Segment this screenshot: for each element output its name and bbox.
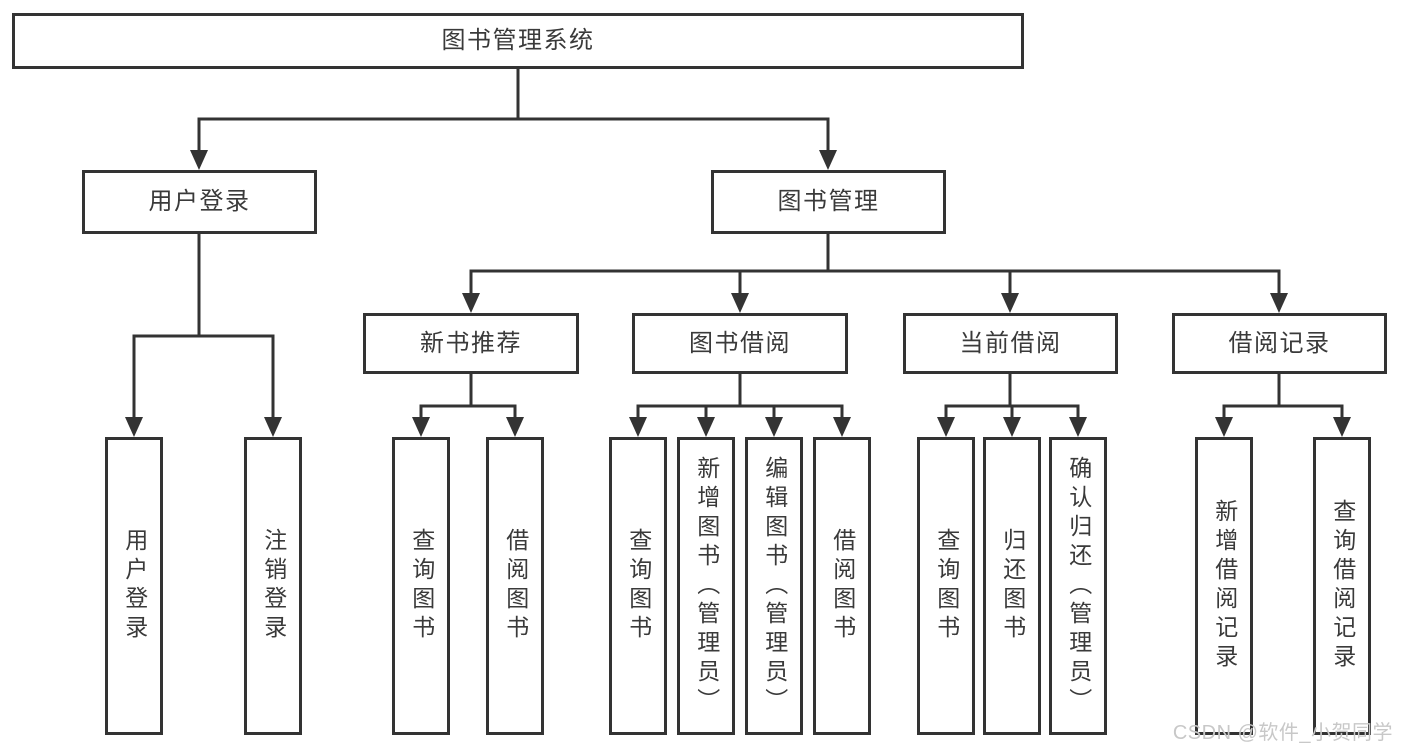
arrowhead — [1215, 417, 1233, 437]
node-label: 用户登录 — [148, 188, 251, 215]
leaf-query-books-recommend: 查询图书 — [392, 437, 450, 735]
arrowhead — [765, 417, 783, 437]
arrowhead — [629, 417, 647, 437]
arrowhead — [697, 417, 715, 437]
leaf-edit-books-admin: 编辑图书（管理员） — [745, 437, 803, 735]
node-label: 图书管理系统 — [441, 27, 595, 54]
node-user-login: 用户登录 — [82, 170, 317, 234]
node-label: 查询图书 — [625, 528, 652, 644]
arrowhead — [190, 150, 208, 170]
connector-book-management — [469, 234, 1281, 295]
leaf-borrow-books-recommend: 借阅图书 — [486, 437, 544, 735]
arrowhead — [937, 417, 955, 437]
arrowhead — [125, 417, 143, 437]
connector-root — [197, 69, 830, 152]
arrowhead — [462, 293, 480, 313]
arrowhead — [1003, 417, 1021, 437]
arrowhead — [1270, 293, 1288, 313]
arrowhead — [412, 417, 430, 437]
node-label: 查询图书 — [408, 528, 435, 644]
node-label: 图书借阅 — [689, 329, 791, 357]
node-label: 新增图书（管理员） — [693, 455, 720, 717]
arrowhead — [1333, 417, 1351, 437]
leaf-add-borrow-record: 新增借阅记录 — [1195, 437, 1253, 735]
leaf-logout-login: 注销登录 — [244, 437, 302, 735]
node-borrowing-records: 借阅记录 — [1172, 313, 1387, 374]
node-label: 借阅记录 — [1228, 329, 1331, 357]
node-label: 新书推荐 — [420, 329, 522, 357]
node-label: 当前借阅 — [959, 329, 1062, 357]
connector-book-borrowing — [636, 374, 844, 419]
connector-new-book-recommendation-arrowheads — [412, 417, 524, 437]
connector-book-borrowing-arrowheads — [629, 417, 851, 437]
leaf-add-books-admin: 新增图书（管理员） — [677, 437, 735, 735]
node-label: 编辑图书（管理员） — [761, 455, 788, 717]
node-label: 确认归还（管理员） — [1065, 455, 1092, 717]
node-label: 归还图书 — [999, 528, 1026, 644]
node-label: 注销登录 — [260, 528, 287, 644]
node-label: 借阅图书 — [829, 528, 856, 644]
connector-borrowing-records-arrowheads — [1215, 417, 1351, 437]
arrowhead — [833, 417, 851, 437]
leaf-query-books-borrowing: 查询图书 — [609, 437, 667, 735]
leaf-borrow-books-borrowing: 借阅图书 — [813, 437, 871, 735]
leaf-confirm-return-admin: 确认归还（管理员） — [1049, 437, 1107, 735]
node-label: 查询图书 — [933, 528, 960, 644]
node-current-borrowing: 当前借阅 — [903, 313, 1118, 374]
arrowhead — [1001, 293, 1019, 313]
arrowhead — [731, 293, 749, 313]
node-label: 查询借阅记录 — [1329, 499, 1356, 673]
node-new-book-recommendation: 新书推荐 — [363, 313, 579, 374]
arrowhead — [264, 417, 282, 437]
watermark: CSDN @软件_小贺同学 — [1172, 722, 1393, 744]
leaf-user-login: 用户登录 — [105, 437, 163, 735]
connector-current-borrowing — [944, 374, 1080, 419]
node-label: 图书管理 — [777, 188, 880, 215]
arrowhead — [1069, 417, 1087, 437]
node-label: 新增借阅记录 — [1211, 499, 1238, 673]
leaf-return-books: 归还图书 — [983, 437, 1041, 735]
arrowhead — [819, 150, 837, 170]
arrowhead — [506, 417, 524, 437]
connector-borrowing-records — [1222, 374, 1344, 419]
connector-user-login-arrowheads — [125, 417, 282, 437]
leaf-query-books-current: 查询图书 — [917, 437, 975, 735]
node-book-management: 图书管理 — [711, 170, 946, 234]
leaf-query-borrow-record: 查询借阅记录 — [1313, 437, 1371, 735]
connector-user-login — [132, 234, 275, 419]
node-label: 用户登录 — [121, 528, 148, 644]
node-label: 借阅图书 — [502, 528, 529, 644]
connector-current-borrowing-arrowheads — [937, 417, 1087, 437]
connector-root-arrowheads — [190, 150, 837, 170]
node-library-system: 图书管理系统 — [12, 13, 1024, 69]
connector-book-management-arrowheads — [462, 293, 1288, 313]
node-book-borrowing: 图书借阅 — [632, 313, 848, 374]
connector-new-book-recommendation — [419, 374, 517, 419]
